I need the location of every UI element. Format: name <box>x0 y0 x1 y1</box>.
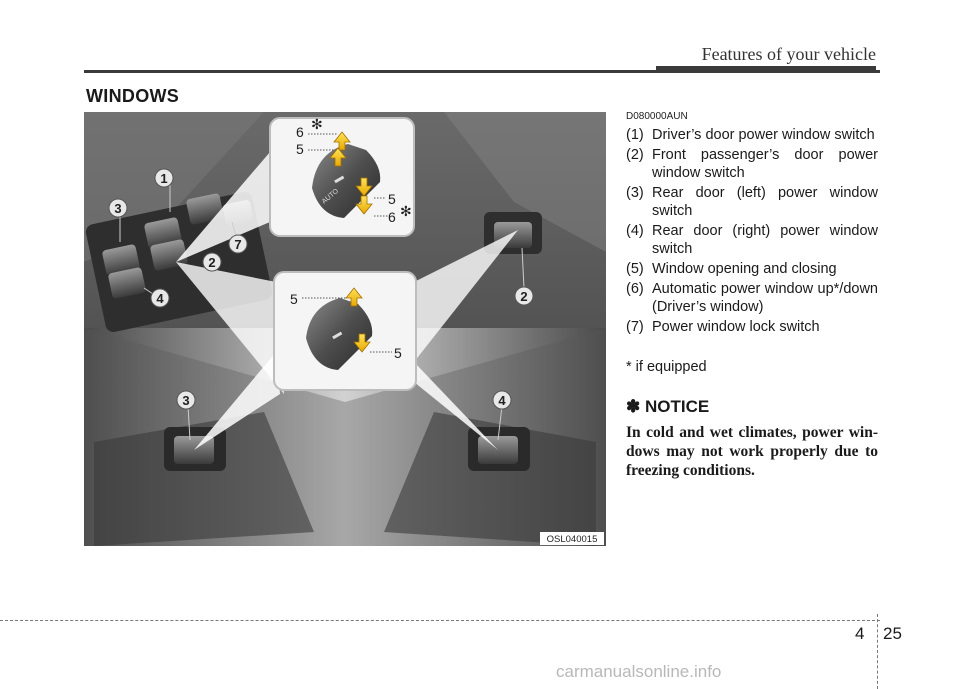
document-code: D080000AUN <box>626 111 688 122</box>
item-text: Power window lock switch <box>652 319 820 335</box>
svg-text:3: 3 <box>114 201 121 216</box>
header-rule <box>84 70 880 73</box>
item-text: Front passenger’s door power window swit… <box>652 147 878 181</box>
inset-label-5-close: 5 <box>394 345 402 361</box>
footnote: * if equipped <box>626 359 707 375</box>
callout-2-driver: 2 <box>202 252 222 272</box>
notice-body: In cold and wet climates, power win- dow… <box>626 424 878 479</box>
callout-1: 1 <box>154 168 174 212</box>
list-item: (6) Automatic power window up*/down (Driv… <box>626 280 878 316</box>
list-item: (2) Front passenger’s door power window s… <box>626 146 878 182</box>
footer-divider <box>0 620 880 621</box>
header-rule-accent <box>656 66 876 72</box>
section-title: WINDOWS <box>86 86 180 106</box>
item-number: (5) <box>626 261 644 277</box>
list-item: (7) Power window lock switch <box>626 318 878 336</box>
item-number: (2) <box>626 147 644 163</box>
inset-label-5-open: 5 <box>290 291 298 307</box>
svg-text:3: 3 <box>182 393 189 408</box>
item-text: Window opening and closing <box>652 261 837 277</box>
inset-label-6-down: 6 <box>388 209 396 225</box>
page-number: 25 <box>883 624 902 643</box>
item-text: Automatic power window up*/down (Driver’… <box>652 281 878 315</box>
window-switch-figure: AUTO 6 ✻ 5 5 6 ✻ 5 5 1 <box>84 112 606 546</box>
svg-text:4: 4 <box>498 393 506 408</box>
svg-text:4: 4 <box>156 291 164 306</box>
notice-title: ✽ NOTICE <box>626 397 710 416</box>
svg-text:7: 7 <box>234 237 241 252</box>
watermark: carmanualsonline.info <box>556 662 722 681</box>
list-item: (5) Window opening and closing <box>626 260 878 278</box>
item-number: (7) <box>626 319 644 335</box>
callout-3-driver: 3 <box>108 198 128 242</box>
svg-text:2: 2 <box>520 289 527 304</box>
item-text: Driver’s door power window switch <box>652 127 875 143</box>
inset-label-5-down: 5 <box>388 191 396 207</box>
chapter-number: 4 <box>855 624 865 643</box>
page-header-text: Features of your vehicle <box>701 44 876 64</box>
star-marker-top: ✻ <box>311 116 323 132</box>
item-text: Rear door (left) power window switch <box>652 185 878 219</box>
callout-7: 7 <box>228 221 248 254</box>
inset-label-6-up: 6 <box>296 124 304 140</box>
callout-4-driver: 4 <box>143 287 170 308</box>
footer-page-divider <box>877 614 878 689</box>
item-number: (3) <box>626 185 644 201</box>
component-list: (1) Driver’s door power window switch (2)… <box>626 126 878 338</box>
item-number: (6) <box>626 281 644 297</box>
callout-2-passenger: 2 <box>514 247 534 306</box>
figure-code: OSL040015 <box>547 534 598 545</box>
item-number: (4) <box>626 223 644 239</box>
callout-4-rear: 4 <box>492 390 512 441</box>
callout-3-rear: 3 <box>176 390 196 441</box>
item-text: Rear door (right) power window switch <box>652 223 878 257</box>
inset-label-5-up: 5 <box>296 141 304 157</box>
star-marker-bottom: ✻ <box>400 203 412 219</box>
svg-text:1: 1 <box>160 171 167 186</box>
item-number: (1) <box>626 127 644 143</box>
svg-text:2: 2 <box>208 255 215 270</box>
list-item: (3) Rear door (left) power window switch <box>626 184 878 220</box>
list-item: (4) Rear door (right) power window switch <box>626 222 878 258</box>
list-item: (1) Driver’s door power window switch <box>626 126 878 144</box>
